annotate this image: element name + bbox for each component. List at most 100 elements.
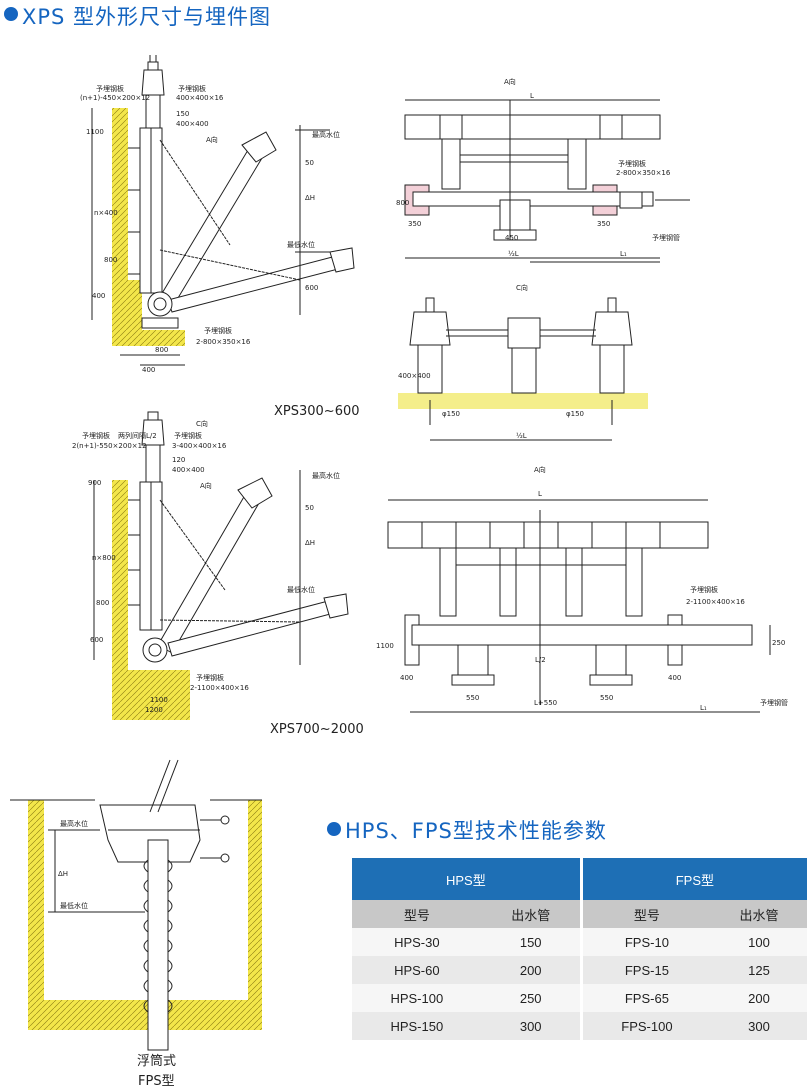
cell-hps-pipe: 150 bbox=[481, 928, 582, 956]
label-dh-b: ΔH bbox=[305, 539, 315, 547]
label-row-spacing: 两列间隔L/2 bbox=[118, 431, 157, 440]
label-350-plan-l: 350 bbox=[408, 220, 421, 228]
label-high-water-fps: 最高水位 bbox=[60, 819, 88, 828]
label-embedded-plate-3: 予埋钢板 bbox=[204, 326, 232, 335]
xps300-plan-labels: A向 L 予埋钢板 2-800×350×16 800 350 350 450 ½… bbox=[396, 77, 680, 258]
spec-section-title: HPS、FPS型技术性能参数 bbox=[345, 819, 607, 843]
xps300-c-view bbox=[398, 297, 648, 441]
col-header-fps-model: 型号 bbox=[579, 900, 712, 928]
cell-hps-model: HPS-100 bbox=[352, 984, 482, 1012]
heading-bullet-icon bbox=[4, 7, 18, 21]
cell-hps-pipe: 200 bbox=[481, 956, 582, 984]
xps300-side-labels: 予埋钢板 (n+1)-450×200×12 予埋钢板 400×400×16 40… bbox=[80, 84, 340, 374]
label-L550: L+550 bbox=[534, 699, 557, 707]
label-400x400-b: 400×400 bbox=[172, 466, 205, 474]
xps700-plan-view bbox=[387, 499, 771, 713]
cell-fps-pipe: 200 bbox=[711, 984, 807, 1012]
label-phi150-r: φ150 bbox=[566, 410, 584, 418]
label-half-L-plan: ½L bbox=[508, 250, 519, 258]
cell-fps-model: FPS-10 bbox=[579, 928, 712, 956]
fps-float-labels: 最高水位 最低水位 ΔH bbox=[58, 819, 88, 910]
label-900-b: 900 bbox=[88, 479, 101, 487]
label-1100-a: 1100 bbox=[86, 128, 104, 136]
label-low-water-fps: 最低水位 bbox=[60, 901, 88, 910]
xps-section-title: XPS 型外形尺寸与埋件图 bbox=[22, 5, 272, 29]
xps300-side-section bbox=[91, 55, 355, 366]
label-50-b: 50 bbox=[305, 504, 314, 512]
xps700-side-section bbox=[93, 411, 349, 720]
label-L-plan: L bbox=[530, 92, 534, 100]
label-400x400-c: 400×400 bbox=[398, 372, 431, 380]
label-450-plan: 450 bbox=[505, 234, 518, 242]
label-high-water-b: 最高水位 bbox=[312, 471, 340, 480]
label-400-base-a: 400 bbox=[142, 366, 155, 374]
label-120-b: 120 bbox=[172, 456, 185, 464]
caption-xps300-600: XPS300~600 bbox=[274, 404, 360, 419]
label-plate-spec-b2: 3-400×400×16 bbox=[172, 442, 227, 450]
label-800-plan: 800 bbox=[396, 199, 409, 207]
label-50-a: 50 bbox=[305, 159, 314, 167]
cell-hps-model: HPS-60 bbox=[352, 956, 482, 984]
label-embedded-plate-2: 予埋钢板 bbox=[178, 84, 206, 93]
label-embedded-pipe-plan-b: 予埋钢管 bbox=[760, 698, 788, 707]
label-plate-spec-plan: 2-800×350×16 bbox=[616, 169, 671, 177]
label-view-a-plan: A向 bbox=[504, 77, 516, 86]
label-1100-plan-b: 1100 bbox=[376, 642, 394, 650]
label-400-plan-l: 400 bbox=[400, 674, 413, 682]
label-embedded-plate-b3: 予埋钢板 bbox=[196, 673, 224, 682]
label-embedded-plate-b: 予埋钢板 bbox=[82, 431, 110, 440]
label-plate-spec-b3: 2-1100×400×16 bbox=[190, 684, 249, 692]
label-800-base-a: 800 bbox=[155, 346, 168, 354]
cell-hps-pipe: 250 bbox=[481, 984, 582, 1012]
xps700-plan-labels: A向 L 予埋钢板 2-1100×400×16 1100 400 400 L/2… bbox=[376, 465, 788, 712]
label-800-a: 800 bbox=[104, 256, 117, 264]
label-1200-b: 1200 bbox=[145, 706, 163, 714]
table-row: HPS-30 150 FPS-10 100 bbox=[352, 928, 807, 956]
label-400-side-a: 400 bbox=[92, 292, 105, 300]
label-view-c-b: C向 bbox=[196, 419, 208, 428]
label-L1-plan: L₁ bbox=[620, 250, 627, 258]
col-header-hps-model: 型号 bbox=[352, 900, 482, 928]
label-350-plan-r: 350 bbox=[597, 220, 610, 228]
cell-fps-pipe: 125 bbox=[711, 956, 807, 984]
label-view-a-plan-b: A向 bbox=[534, 465, 546, 474]
label-embedded-plate-plan-b: 予埋钢板 bbox=[690, 585, 718, 594]
caption-float-type: 浮筒式 bbox=[137, 1054, 177, 1069]
label-n800: n×800 bbox=[92, 554, 116, 562]
xps300-plan-view bbox=[404, 99, 690, 263]
group-header-hps: HPS型 bbox=[352, 858, 582, 900]
cell-fps-model: FPS-65 bbox=[579, 984, 712, 1012]
group-header-fps: FPS型 bbox=[579, 858, 807, 900]
label-plate-spec-b1: 2(n+1)-550×200×12 bbox=[72, 442, 147, 450]
label-plate-spec-a3: 2-800×350×16 bbox=[196, 338, 251, 346]
label-400x400: 400×400 bbox=[176, 120, 209, 128]
label-600-b: 600 bbox=[90, 636, 103, 644]
label-plate-spec-a1: (n+1)-450×200×12 bbox=[80, 94, 150, 102]
label-1100-b: 1100 bbox=[150, 696, 168, 704]
label-n400: n×400 bbox=[94, 209, 118, 217]
label-600-a: 600 bbox=[305, 284, 318, 292]
spec-table-column-header: 型号 出水管 型号 出水管 bbox=[352, 900, 807, 928]
label-embedded-plate: 予埋钢板 bbox=[96, 84, 124, 93]
label-dh-a: ΔH bbox=[305, 194, 315, 202]
label-embedded-plate-plan: 予埋钢板 bbox=[618, 159, 646, 168]
label-phi150-l: φ150 bbox=[442, 410, 460, 418]
label-L-plan-b: L bbox=[538, 490, 542, 498]
xps700-side-labels: 予埋钢板 两列间隔L/2 2(n+1)-550×200×12 予埋钢板 3-40… bbox=[72, 419, 340, 714]
label-high-water-a: 最高水位 bbox=[312, 130, 340, 139]
xps300-c-view-labels: C向 400×400 φ150 φ150 ½L bbox=[398, 283, 584, 440]
spec-table-group-header: HPS型 FPS型 bbox=[352, 858, 807, 900]
label-dh-fps: ΔH bbox=[58, 870, 68, 878]
cell-fps-pipe: 100 bbox=[711, 928, 807, 956]
col-header-fps-pipe: 出水管 bbox=[711, 900, 807, 928]
fps-float-section bbox=[10, 759, 262, 1051]
cell-fps-pipe: 300 bbox=[711, 1012, 807, 1040]
label-embedded-pipe-plan: 予埋钢管 bbox=[652, 233, 680, 242]
cell-hps-pipe: 300 bbox=[481, 1012, 582, 1040]
label-plate-spec-b4: 2-1100×400×16 bbox=[686, 598, 745, 606]
spec-table: HPS型 FPS型 型号 出水管 型号 出水管 HPS-30 150 FPS-1… bbox=[352, 858, 807, 1040]
caption-fps-model: FPS型 bbox=[138, 1074, 175, 1089]
table-row: HPS-150 300 FPS-100 300 bbox=[352, 1012, 807, 1040]
cell-fps-model: FPS-100 bbox=[579, 1012, 712, 1040]
cell-fps-model: FPS-15 bbox=[579, 956, 712, 984]
